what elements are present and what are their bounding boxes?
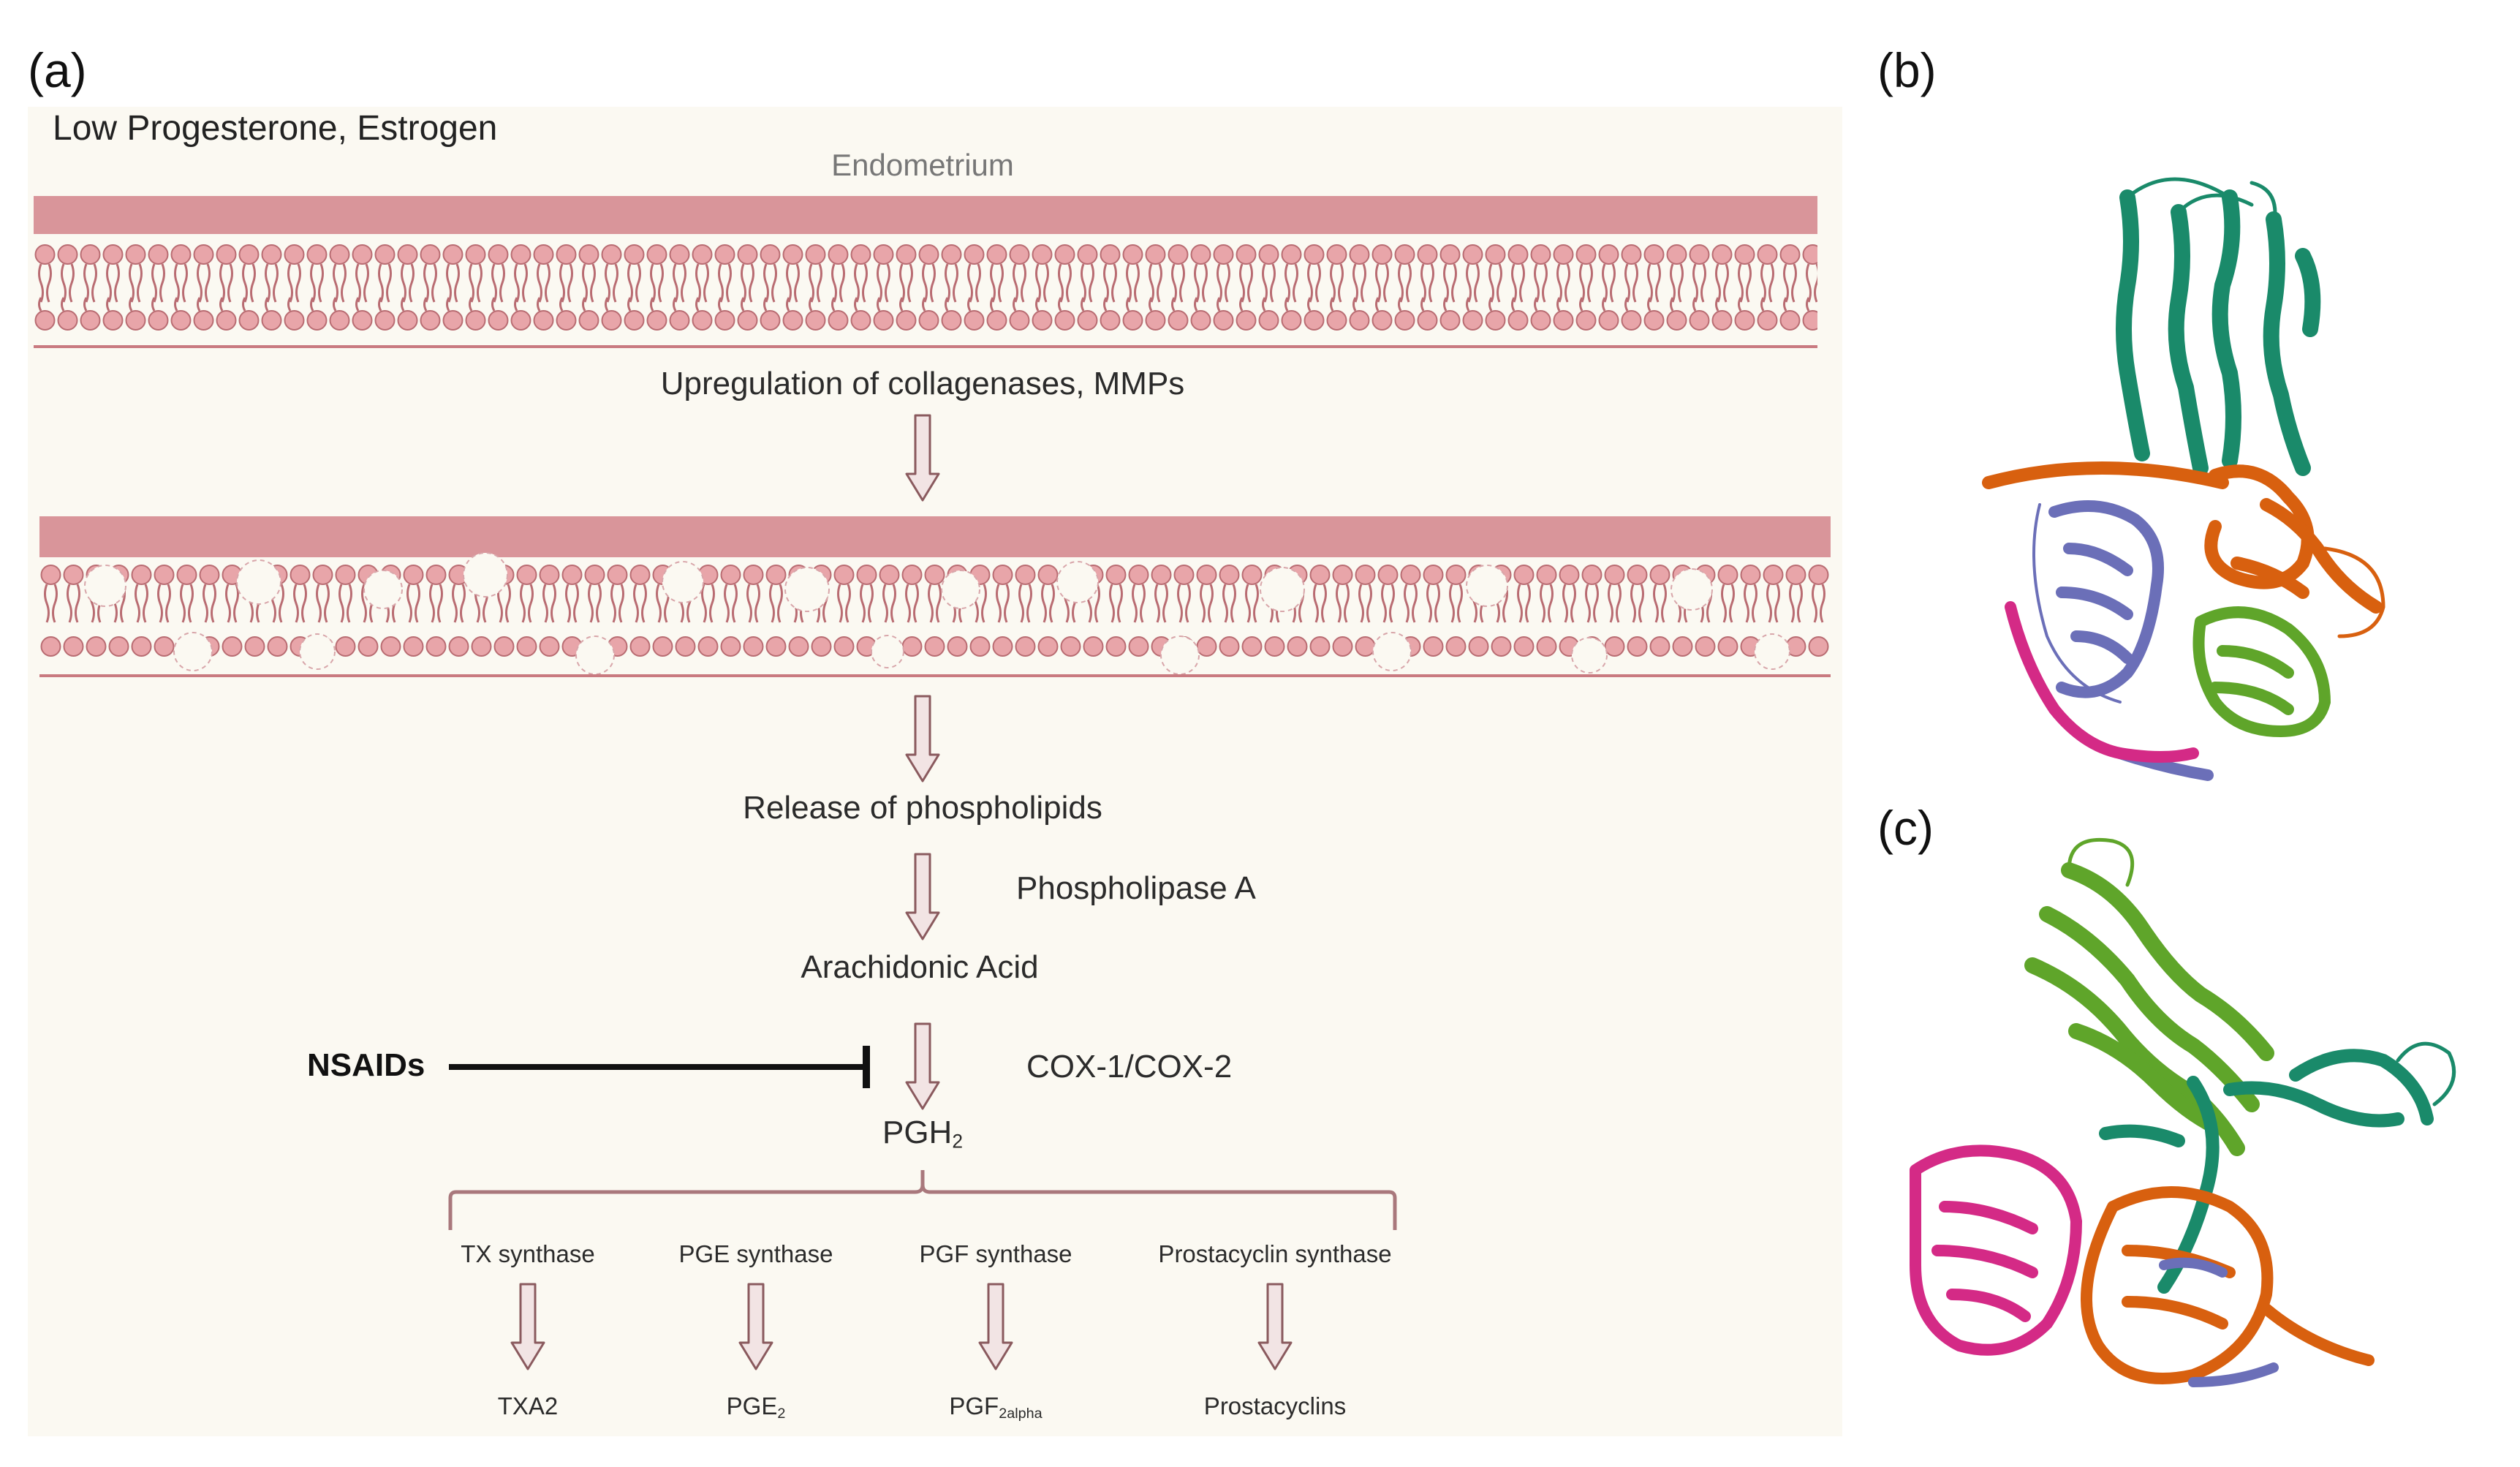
- arrow-pge: [738, 1283, 773, 1370]
- arrow-arachidonic-to-pgh2: [905, 1022, 940, 1110]
- arrow-upregulation-to-damage: [905, 414, 940, 502]
- arrow-release-to-arachidonic: [905, 853, 940, 940]
- synthase-pgf: PGF synthase: [919, 1240, 1072, 1267]
- panel-label-a: (a): [28, 43, 87, 97]
- enzyme-phospholipase: Phospholipase A: [1016, 870, 1256, 906]
- branch-brace: [448, 1170, 1397, 1230]
- product-txa2: TXA2: [498, 1392, 559, 1420]
- arrow-pgf: [978, 1283, 1013, 1370]
- pgh2: PGH2: [882, 1115, 963, 1153]
- arrow-tx: [510, 1283, 545, 1370]
- arrow-prostacyclin: [1257, 1283, 1293, 1370]
- product-pgf-sub: 2alpha: [999, 1405, 1043, 1422]
- product-prostacyclins-base: Prostacyclins: [1203, 1392, 1347, 1419]
- damaged-membrane: [39, 516, 1831, 677]
- step-release: Release of phospholipids: [743, 790, 1102, 826]
- protein-structure-b: [1982, 177, 2385, 781]
- synthase-tx: TX synthase: [461, 1240, 595, 1267]
- synthase-prostacyclin: Prostacyclin synthase: [1158, 1240, 1392, 1267]
- pgh2-base: PGH: [882, 1115, 953, 1150]
- tissue-label: Endometrium: [831, 148, 1014, 182]
- step-upregulation: Upregulation of collagenases, MMPs: [660, 366, 1185, 401]
- product-pge2-sub: 2: [777, 1405, 786, 1422]
- panel-label-b: (b): [1877, 43, 1937, 97]
- arrow-damage-to-release: [905, 695, 940, 782]
- intact-membrane: [34, 196, 1817, 348]
- product-pgf-base: PGF: [949, 1392, 999, 1419]
- inhibition-bar: [449, 1046, 870, 1088]
- step-arachidonic: Arachidonic Acid: [801, 949, 1039, 985]
- pgh2-sub: 2: [952, 1130, 964, 1153]
- inhibitor-nsaids: NSAIDs: [307, 1047, 425, 1083]
- product-prostacyclins: Prostacyclins: [1204, 1392, 1346, 1420]
- enzyme-cox: COX-1/COX-2: [1026, 1049, 1233, 1085]
- hormone-condition: Low Progesterone, Estrogen: [53, 109, 498, 148]
- product-pge2-base: PGE: [726, 1392, 778, 1419]
- product-txa2-base: TXA2: [497, 1392, 559, 1419]
- panel-label-c: (c): [1877, 801, 1934, 855]
- protein-structure-c: [1910, 837, 2456, 1387]
- product-pgf2alpha: PGF2alpha: [949, 1392, 1042, 1422]
- synthase-pge: PGE synthase: [678, 1240, 833, 1267]
- product-pge2: PGE2: [727, 1392, 786, 1422]
